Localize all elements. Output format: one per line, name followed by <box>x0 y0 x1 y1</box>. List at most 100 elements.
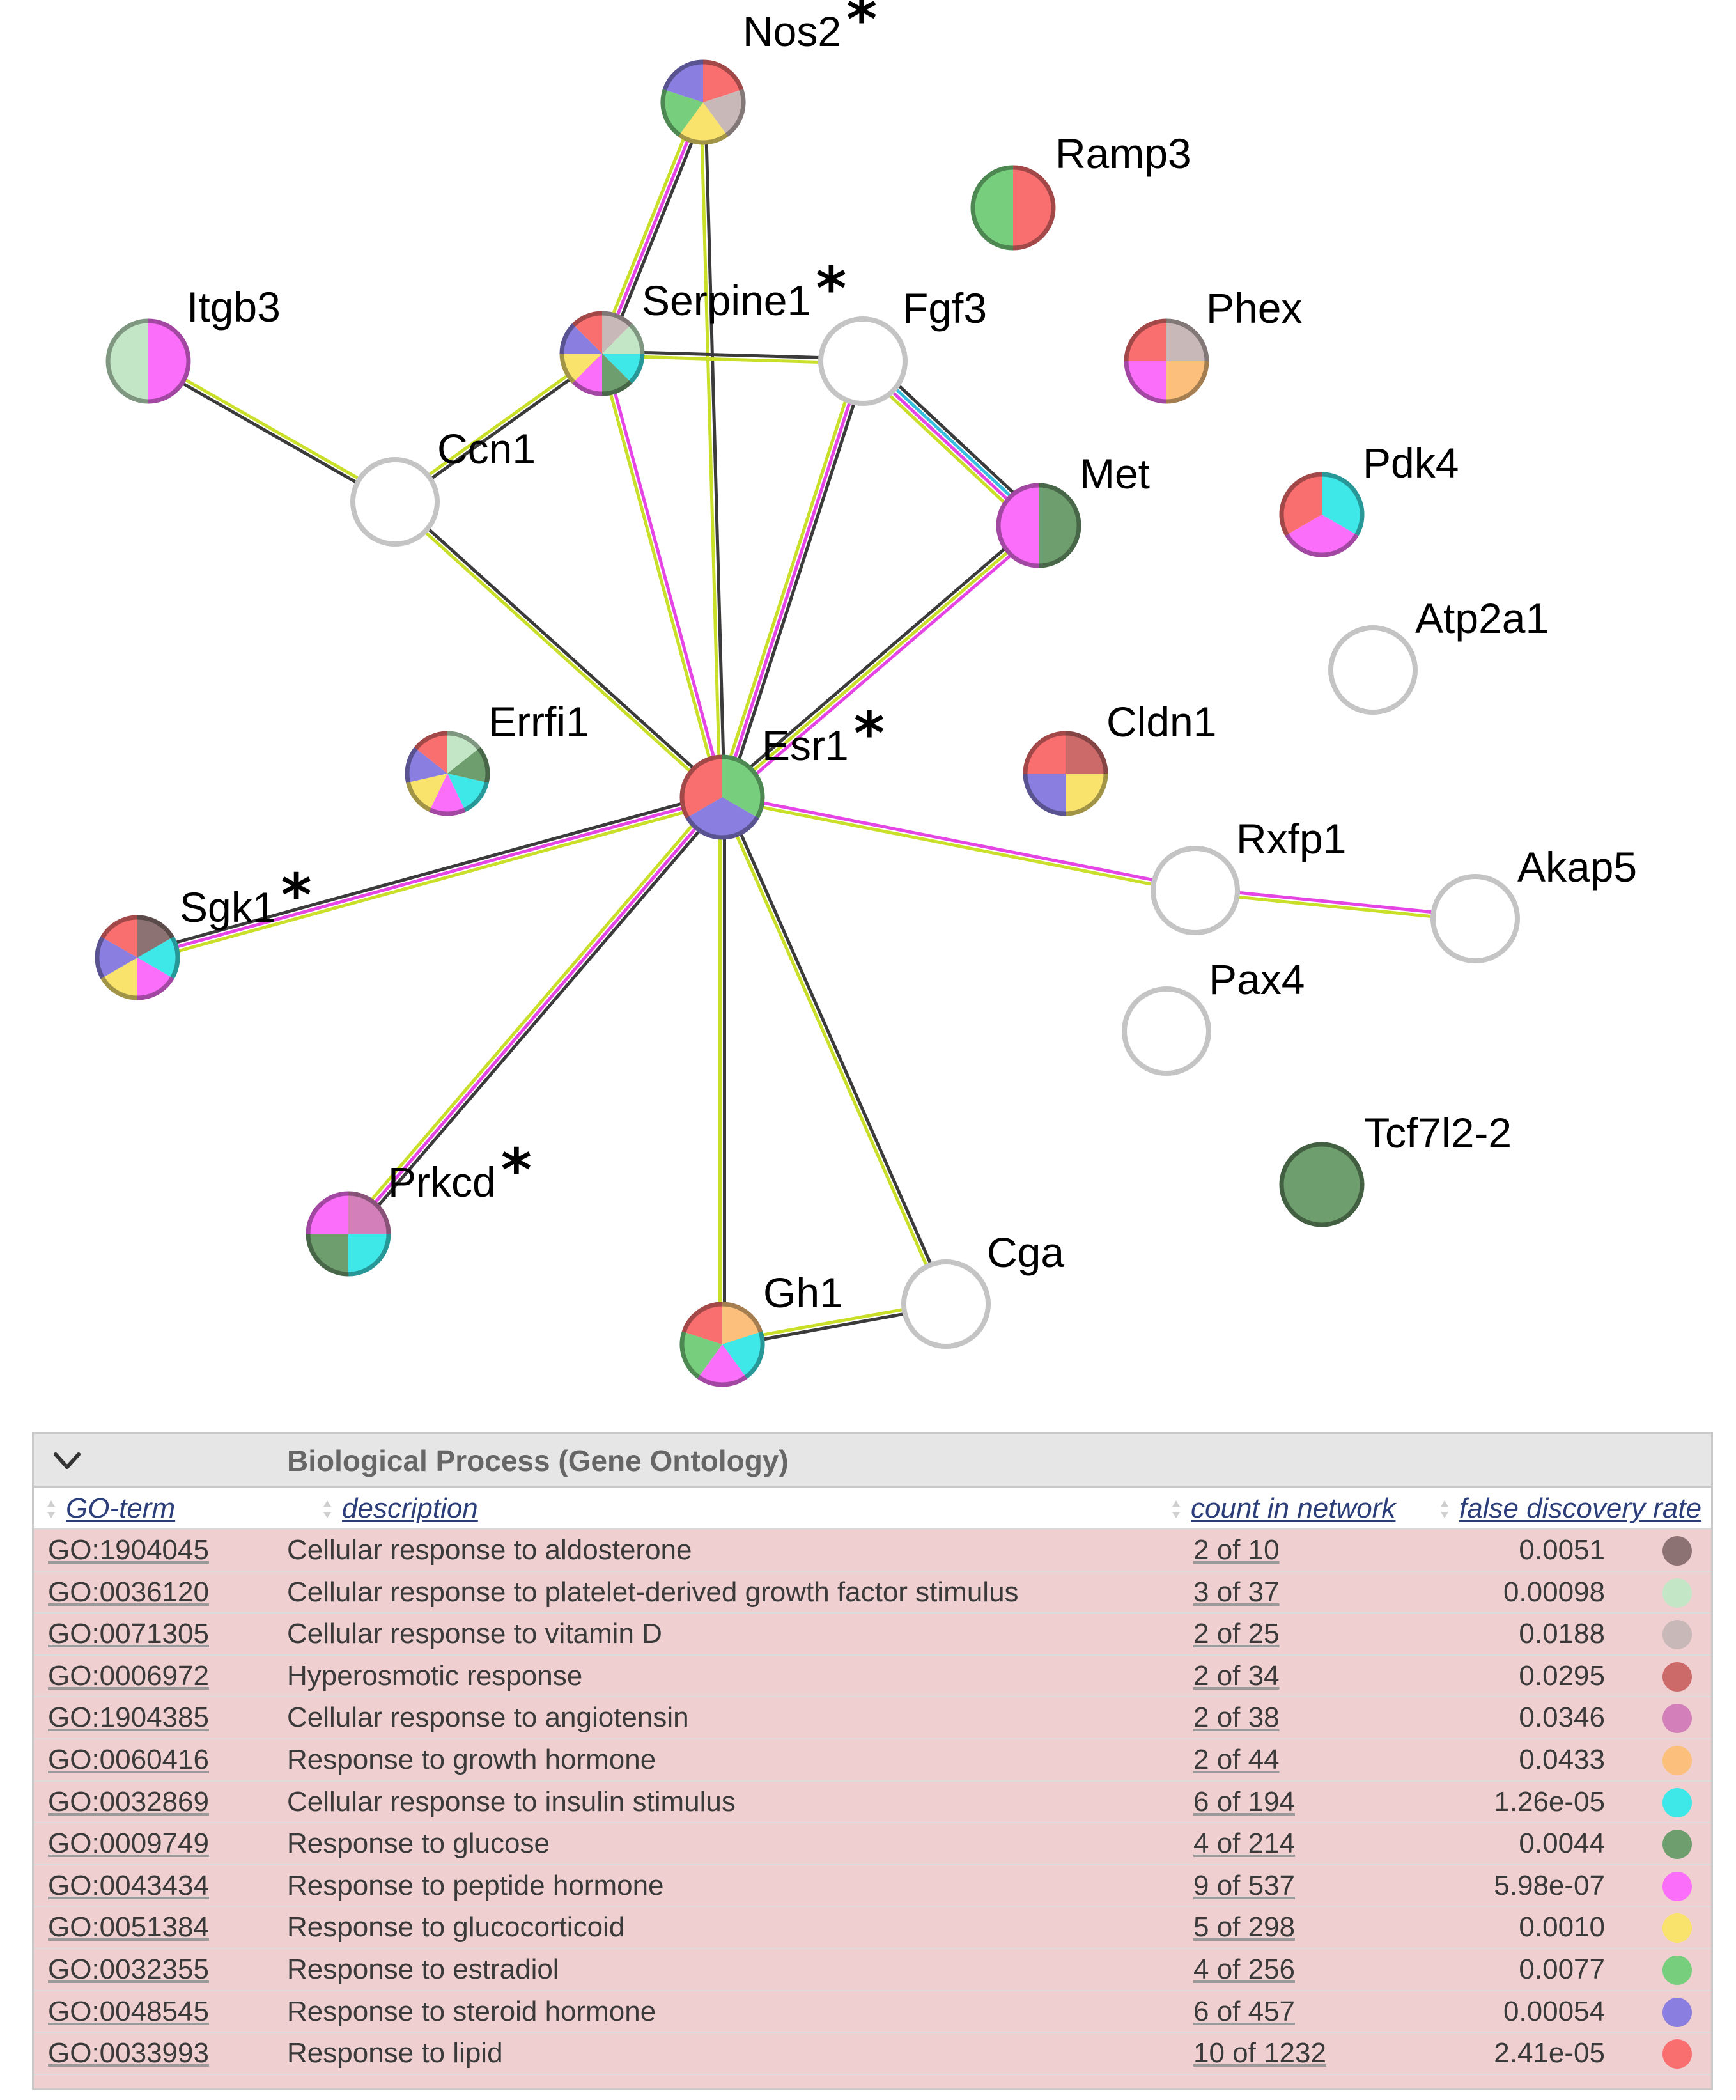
panel-header[interactable]: Biological Process (Gene Ontology) <box>34 1434 1711 1488</box>
node-tcf7l2[interactable]: Tcf7l2-2 <box>1279 1109 1512 1227</box>
node-akap5[interactable]: Akap5 <box>1430 843 1637 963</box>
node-cga[interactable]: Cga <box>901 1229 1064 1349</box>
count-in-network[interactable]: 4 of 214 <box>1193 1828 1296 1860</box>
node-nos2[interactable]: Nos2* <box>660 0 877 145</box>
node-slice <box>405 747 447 783</box>
term-color-swatch[interactable] <box>1662 1578 1692 1608</box>
node-fgf3[interactable]: Fgf3 <box>818 284 987 406</box>
node-prkcd[interactable]: Prkcd* <box>306 1136 532 1277</box>
edge-ccn1-esr1[interactable] <box>392 499 725 800</box>
node-atp2a1[interactable]: Atp2a1 <box>1328 595 1549 715</box>
count-in-network[interactable]: 6 of 194 <box>1193 1785 1296 1817</box>
edge-esr1-prkcd[interactable] <box>343 793 727 1238</box>
node-rxfp1[interactable]: Rxfp1 <box>1151 815 1346 935</box>
go-term[interactable]: GO:1904385 <box>48 1702 209 1734</box>
node-esr1[interactable]: Esr1* <box>679 699 885 840</box>
sort-icon[interactable] <box>1172 1499 1181 1520</box>
term-color-swatch[interactable] <box>1662 2039 1692 2069</box>
edge-nos2-esr1[interactable] <box>699 102 726 798</box>
node-rim <box>722 1302 763 1333</box>
edge-itgb3-ccn1[interactable] <box>146 357 397 506</box>
edge-nos2-serpine1[interactable] <box>596 100 709 356</box>
count-in-network[interactable]: 2 of 34 <box>1193 1660 1280 1692</box>
term-color-swatch[interactable] <box>1662 1745 1692 1775</box>
count-in-network[interactable]: 2 of 25 <box>1193 1618 1280 1650</box>
go-term[interactable]: GO:0051384 <box>48 1911 209 1943</box>
go-term[interactable]: GO:1904045 <box>48 1534 209 1566</box>
node-rim <box>1321 472 1365 536</box>
chevron-down-icon[interactable] <box>50 1447 84 1475</box>
node-itgb3[interactable]: Itgb3 <box>105 283 281 404</box>
term-color-swatch[interactable] <box>1662 1955 1692 1985</box>
node-ramp3[interactable]: Ramp3 <box>970 130 1191 251</box>
sort-icon[interactable] <box>1440 1499 1449 1520</box>
node-pax4[interactable]: Pax4 <box>1122 956 1305 1076</box>
column-header-description[interactable]: description <box>342 1493 478 1524</box>
node-sgk1[interactable]: Sgk1* <box>95 861 312 1000</box>
term-color-swatch[interactable] <box>1662 1913 1692 1943</box>
count-in-network[interactable]: 2 of 38 <box>1193 1702 1280 1734</box>
column-header-term[interactable]: GO-term <box>66 1493 176 1524</box>
go-term[interactable]: GO:0071305 <box>48 1618 209 1650</box>
column-header-fdr[interactable]: false discovery rate <box>1459 1493 1702 1524</box>
edge-esr1-rxfp1[interactable] <box>721 793 1197 894</box>
sort-icon[interactable] <box>323 1499 332 1520</box>
node-phex[interactable]: Phex <box>1124 284 1302 404</box>
go-term[interactable]: GO:0009749 <box>48 1828 209 1860</box>
edge-met-esr1[interactable] <box>718 520 1043 802</box>
go-term[interactable]: GO:0032355 <box>48 1953 209 1985</box>
node-serpine1[interactable]: Serpine1* <box>559 254 846 396</box>
term-color-swatch[interactable] <box>1662 1997 1692 2027</box>
node-errfi1[interactable]: Errfi1 <box>405 698 589 816</box>
term-color-swatch[interactable] <box>1662 1704 1692 1734</box>
go-term[interactable]: GO:0043434 <box>48 1869 209 1901</box>
edge-fgf3-esr1[interactable] <box>716 359 869 799</box>
edge-esr1-cga[interactable] <box>718 795 950 1306</box>
edge-esr1-sgk1[interactable] <box>136 791 724 964</box>
term-color-swatch[interactable] <box>1662 1830 1692 1860</box>
go-term[interactable]: GO:0048545 <box>48 1995 209 2027</box>
count-in-network[interactable]: 3 of 37 <box>1193 1576 1280 1608</box>
term-color-swatch[interactable] <box>1662 1661 1692 1692</box>
count-in-network[interactable]: 9 of 537 <box>1193 1869 1296 1901</box>
count-in-network[interactable]: 4 of 256 <box>1193 1953 1296 1985</box>
term-color-swatch[interactable] <box>1662 1536 1692 1566</box>
column-header-count[interactable]: count in network <box>1191 1493 1396 1524</box>
go-term[interactable]: GO:0032869 <box>48 1785 209 1817</box>
go-term[interactable]: GO:0006972 <box>48 1660 209 1692</box>
node-gh1[interactable]: Gh1 <box>679 1269 843 1387</box>
go-term[interactable]: GO:0060416 <box>48 1743 209 1775</box>
edge-esr1-gh1[interactable] <box>718 797 726 1344</box>
go-term[interactable]: GO:0033993 <box>48 2037 209 2069</box>
node-met[interactable]: Met <box>996 450 1150 568</box>
node-pdk4[interactable]: Pdk4 <box>1279 439 1459 557</box>
sort-icon[interactable] <box>47 1499 56 1520</box>
count-in-network[interactable]: 10 of 1232 <box>1193 2037 1326 2069</box>
node-cldn1[interactable]: Cldn1 <box>1023 698 1216 816</box>
go-term[interactable]: GO:0036120 <box>48 1576 209 1608</box>
count-in-network[interactable]: 6 of 457 <box>1193 1995 1296 2027</box>
count-in-network[interactable]: 2 of 10 <box>1193 1534 1280 1566</box>
node-ccn1[interactable]: Ccn1 <box>350 425 536 547</box>
count-in-network[interactable]: 5 of 298 <box>1193 1911 1296 1943</box>
term-color-swatch[interactable] <box>1662 1620 1692 1650</box>
count-in-network[interactable]: 2 of 44 <box>1193 1743 1280 1775</box>
term-color-swatch[interactable] <box>1662 1871 1692 1901</box>
node-slice <box>1066 774 1108 816</box>
term-color-swatch[interactable] <box>1662 1787 1692 1817</box>
edge-serpine1-esr1[interactable] <box>598 352 726 798</box>
edge-rxfp1-akap5[interactable] <box>1195 887 1476 922</box>
